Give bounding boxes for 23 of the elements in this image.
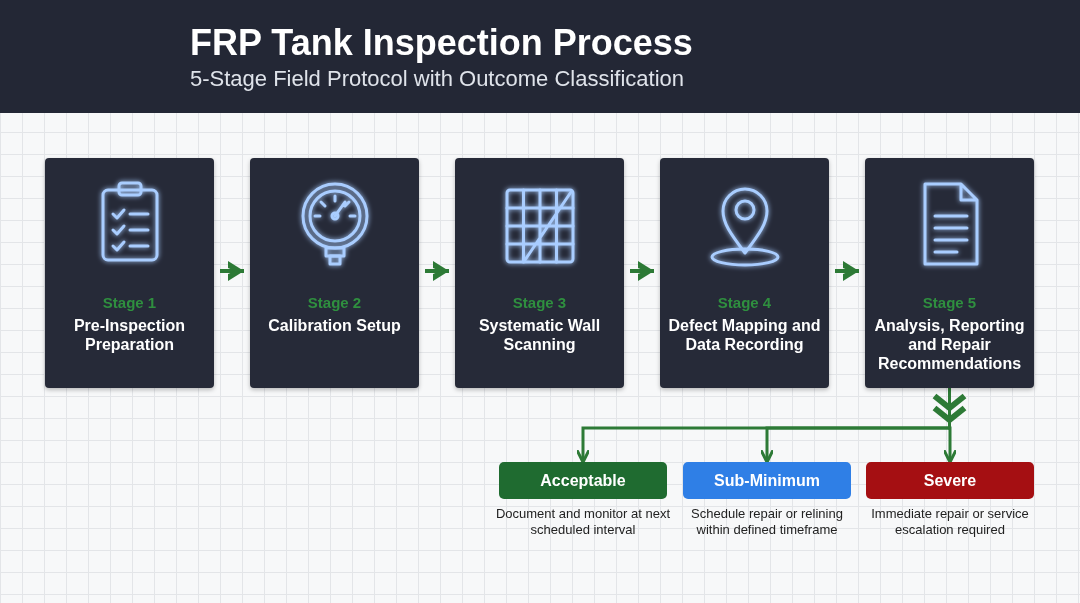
stage-title: Analysis, Reporting and Repair Recommendations <box>873 316 1026 373</box>
subtitle: 5-Stage Field Protocol with Outcome Classification <box>190 66 684 92</box>
stage-label: Stage 4 <box>716 294 773 311</box>
outcome-badge: Severe <box>866 462 1034 499</box>
outcome-badge: Acceptable <box>499 462 667 499</box>
outcome-description: Schedule repair or relining within defined timeframe <box>690 506 844 538</box>
stage-label: Stage 5 <box>921 294 978 311</box>
outcome-description: Document and monitor at next scheduled interval <box>494 506 672 538</box>
stage-card <box>45 158 214 388</box>
stage-title: Systematic Wall Scanning <box>477 316 602 354</box>
stage-card <box>455 158 624 388</box>
stage-title: Pre-Inspection Preparation <box>72 316 187 354</box>
stage-label: Stage 3 <box>511 294 568 311</box>
title: FRP Tank Inspection Process <box>190 22 693 64</box>
stage-title: Calibration Setup <box>267 316 402 335</box>
outcome-badge: Sub-Minimum <box>683 462 851 499</box>
stage-card <box>865 158 1034 388</box>
stage-label: Stage 1 <box>101 294 158 311</box>
stage-title: Defect Mapping and Data Recording <box>667 316 822 354</box>
stage-card <box>660 158 829 388</box>
outcome-description: Immediate repair or service escalation required <box>870 506 1030 538</box>
stage-label: Stage 2 <box>306 294 363 311</box>
stage-card <box>250 158 419 388</box>
